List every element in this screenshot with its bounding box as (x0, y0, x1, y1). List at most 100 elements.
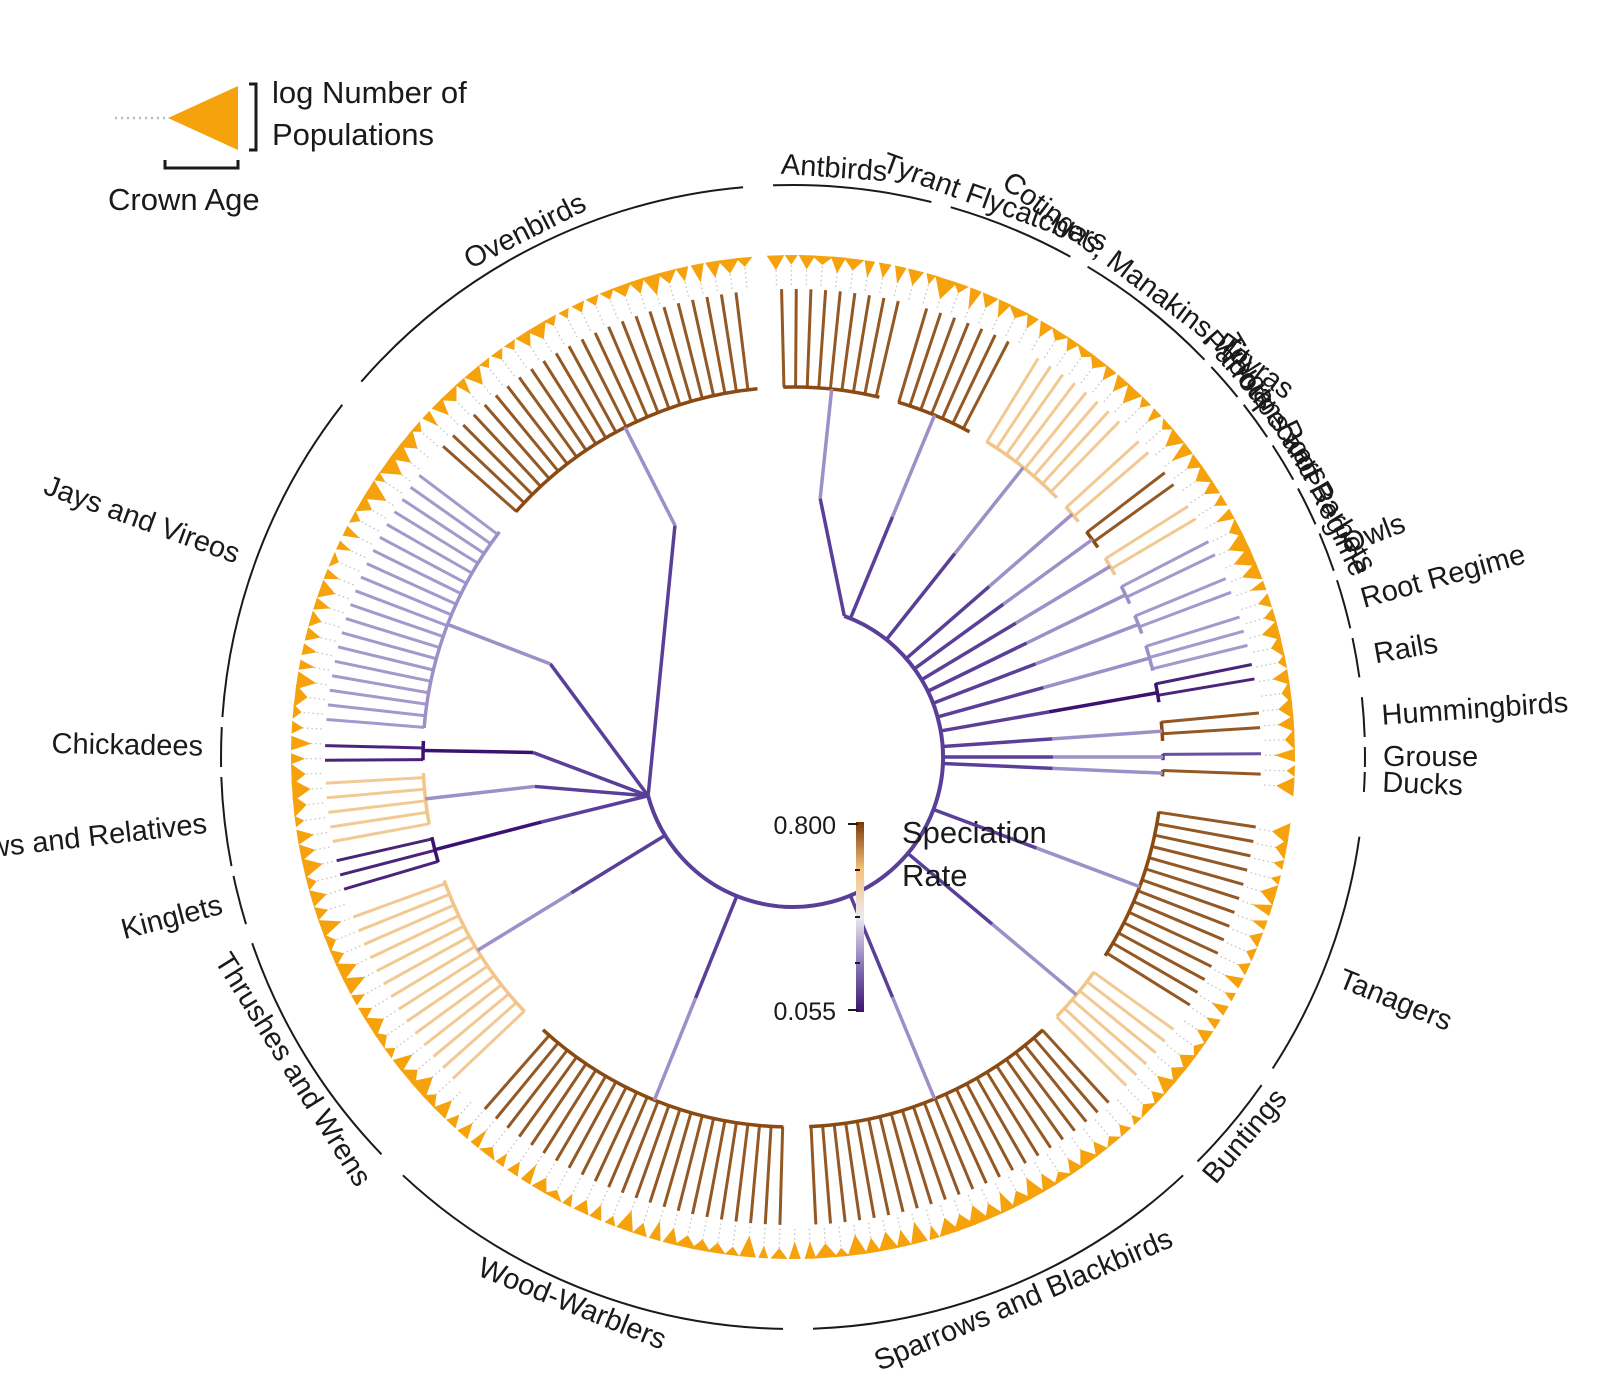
terminal-branch (1032, 400, 1099, 478)
terminal-branch (1086, 980, 1166, 1043)
clade-bracket (1196, 1084, 1263, 1163)
terminal-branch (995, 365, 1052, 449)
terminal-branch (691, 299, 716, 396)
tip-triangle (544, 1190, 562, 1203)
terminal-branch (442, 1001, 518, 1069)
tip-triangles (291, 255, 1295, 1259)
tip-triangle (908, 268, 925, 286)
clade-stem-outer (1014, 564, 1112, 625)
tip-triangle (1147, 408, 1162, 422)
terminal-branch (863, 297, 886, 395)
tip-triangle (632, 1222, 647, 1238)
tip-triangle (455, 377, 471, 394)
tip-triangle (656, 268, 677, 284)
terminal-branch (554, 352, 608, 439)
terminal-branch (483, 403, 551, 480)
terminal-branch (1162, 752, 1261, 756)
terminal-branch (900, 1110, 933, 1205)
terminal-branch (851, 295, 871, 393)
tip-triangle (1258, 593, 1273, 608)
terminal-branch (912, 1106, 947, 1200)
tip-triangle (562, 1193, 573, 1208)
tip-connector (301, 817, 326, 822)
tip-triangle (1203, 479, 1221, 495)
tip-triangle (342, 976, 366, 995)
terminal-branch (828, 291, 842, 390)
clade-stem-outer (425, 784, 535, 801)
terminal-branch (593, 1091, 638, 1182)
terminal-branch (1117, 931, 1206, 981)
tip-triangle (317, 579, 336, 598)
tip-connector (1264, 769, 1289, 772)
terminal-branch (1014, 382, 1076, 463)
terminal-branch (518, 376, 578, 458)
terminal-branch (418, 474, 499, 536)
tip-triangle (364, 1017, 384, 1038)
terminal-branch (607, 1096, 649, 1188)
clade-stem (646, 525, 677, 796)
terminal-branch (662, 1112, 693, 1208)
colorbar-title-line2: Rate (902, 858, 967, 893)
tip-triangle (389, 442, 411, 463)
terminal-branch (1157, 677, 1255, 697)
tip-triangle (628, 277, 645, 294)
terminal-branch (1151, 643, 1248, 671)
terminal-branch (794, 289, 798, 388)
tip-triangle (335, 963, 357, 982)
tip-triangle (1051, 326, 1070, 341)
tip-connector (419, 429, 439, 447)
tip-triangle (1171, 442, 1193, 462)
clade-stem-outer (1035, 846, 1141, 889)
tip-triangle (1026, 1178, 1045, 1201)
terminal-branch (334, 659, 432, 683)
tip-triangle (422, 410, 438, 426)
clade-stem-outer (423, 748, 534, 755)
tip-triangle (1270, 875, 1281, 885)
tip-triangle (604, 1215, 616, 1227)
clade-stem (885, 552, 957, 641)
terminal-branch (1162, 726, 1261, 736)
tip-triangle (313, 597, 331, 610)
terminal-branch (995, 1065, 1052, 1149)
terminal-branch (734, 1124, 750, 1222)
tip-triangle (1141, 1102, 1157, 1119)
terminal-branch (376, 924, 465, 973)
tip-triangle (410, 421, 422, 432)
tip-triangle (379, 453, 402, 475)
tip-triangle (308, 610, 322, 627)
terminal-branch (1145, 867, 1240, 900)
tip-connector (551, 322, 565, 345)
terminal-branch (648, 1108, 682, 1204)
tip-triangle (1195, 464, 1214, 483)
tip-connector (554, 1171, 568, 1193)
clade-bracket (232, 875, 247, 925)
tip-triangle (1273, 859, 1285, 870)
tip-triangle (896, 1229, 912, 1249)
tip-triangle (717, 257, 740, 274)
tip-triangle (705, 260, 721, 278)
tip-triangle (294, 815, 305, 828)
tip-triangle (929, 1225, 940, 1241)
tip-triangle (834, 1247, 850, 1258)
tip-triangle (1272, 668, 1290, 685)
tip-triangle (329, 949, 344, 967)
tip-triangle (847, 1234, 868, 1256)
terminal-branch (817, 290, 828, 389)
terminal-branch (919, 317, 957, 411)
tip-triangle (982, 292, 999, 309)
terminal-branch (341, 631, 437, 661)
clade-bracket (1336, 579, 1352, 629)
terminal-branch (390, 945, 476, 998)
terminal-branch (620, 320, 660, 414)
tip-triangle (1093, 1141, 1108, 1158)
terminal-branch (705, 296, 727, 394)
tip-triangle (1284, 729, 1295, 750)
clade-label: Hummingbirds (1380, 687, 1569, 732)
tip-triangle (1276, 777, 1295, 797)
tip-triangle (804, 1241, 817, 1259)
terminal-branch (325, 776, 424, 785)
tip-connector (731, 1225, 737, 1250)
terminal-branch (363, 903, 455, 946)
tip-triangle (1067, 1158, 1083, 1176)
tip-triangle (1206, 1017, 1221, 1030)
